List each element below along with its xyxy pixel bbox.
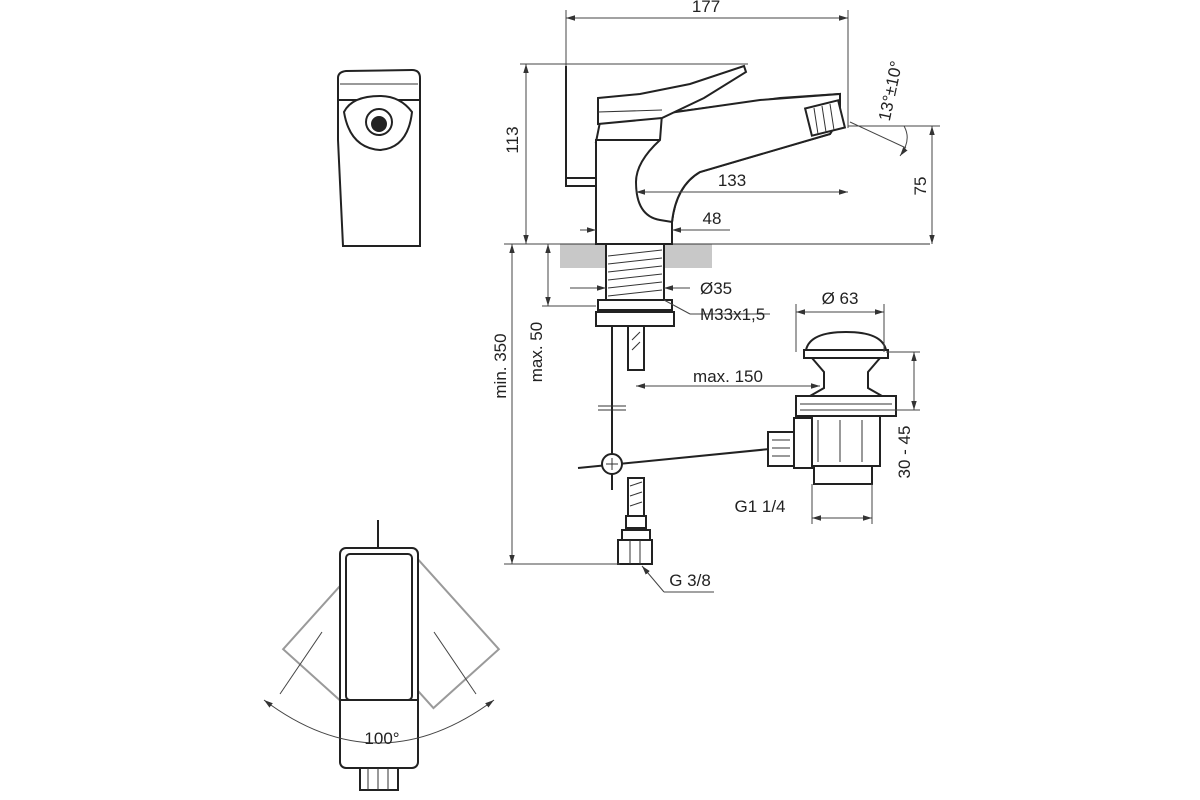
dim-113: 113 [503, 126, 522, 153]
faucet-side-view [520, 64, 930, 268]
dim-max-50: max. 50 [527, 322, 546, 382]
dim-g1-1-4: G1 1/4 [734, 497, 785, 516]
dimension-labels: 177 113 13°±10° 133 75 48 Ø35 M33x1,5 ma… [364, 0, 930, 748]
dimension-lines [504, 10, 940, 593]
dim-thread: M33x1,5 [700, 305, 765, 324]
dim-angle: 13°±10° [875, 59, 906, 122]
waste-assembly [577, 330, 897, 485]
dim-max-150: max. 150 [693, 367, 763, 386]
shank-assembly [595, 243, 675, 565]
dim-133: 133 [718, 171, 746, 190]
dim-48: 48 [703, 209, 722, 228]
dim-diameter-35: Ø35 [700, 279, 732, 298]
dim-100-degrees: 100° [364, 729, 399, 748]
dim-75: 75 [911, 177, 930, 196]
dim-g3-8: G 3/8 [669, 571, 711, 590]
front-view [337, 68, 421, 247]
top-view [263, 520, 501, 791]
dim-diameter-63: Ø 63 [822, 289, 859, 308]
dim-177: 177 [692, 0, 720, 16]
dim-min-350: min. 350 [491, 333, 510, 398]
dim-30-45: 30 - 45 [895, 426, 914, 479]
